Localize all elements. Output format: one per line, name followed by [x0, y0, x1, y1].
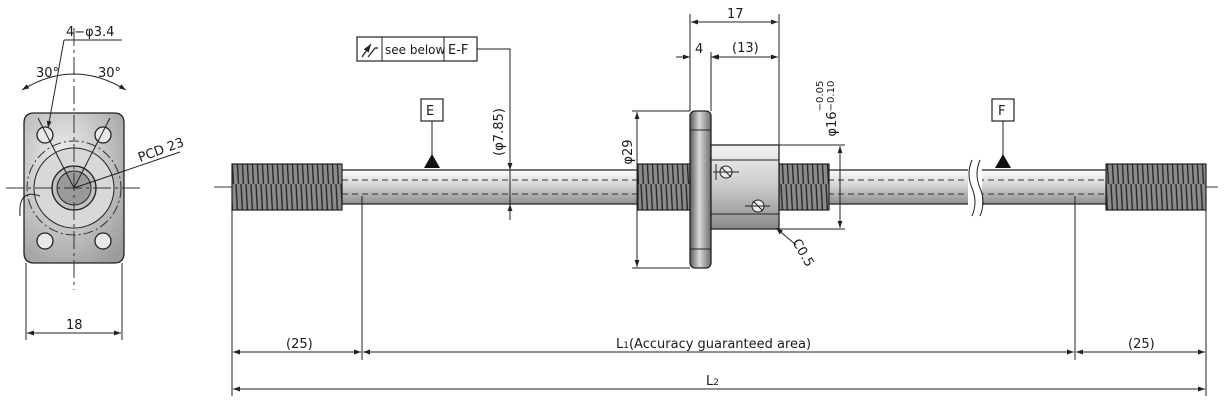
flange-thickness: 4	[695, 42, 703, 57]
ball-nut	[689, 110, 780, 269]
nut-body-length: (13)	[732, 41, 759, 56]
thread-mid-left	[637, 163, 691, 211]
dimensions: 17 4 (13) φ29 φ16 −0.05 −0.10 C0.5 (φ7.8…	[231, 7, 1207, 396]
nut-flange	[689, 110, 712, 269]
tolerance-datums: E-F	[448, 43, 468, 58]
break-symbol	[968, 159, 984, 217]
bolt-hole	[94, 126, 112, 144]
tolerance-note: see below	[385, 43, 446, 57]
screw-shaft	[214, 159, 1218, 217]
left-end-length: (25)	[286, 337, 313, 352]
nut-total-length: 17	[727, 7, 744, 22]
end-view: 4−φ3.4 30° 30° PCD 23 18	[6, 25, 186, 340]
svg-text:F: F	[998, 104, 1005, 119]
l1-label: L1(Accuracy guaranteed area)	[616, 337, 811, 352]
right-end-length: (25)	[1128, 337, 1155, 352]
svg-text:E: E	[426, 104, 434, 119]
bolt-hole	[36, 232, 54, 250]
runout-icon	[361, 43, 378, 58]
thread-left	[231, 163, 343, 211]
pcd-label: PCD 23	[136, 135, 186, 165]
thread-right	[1105, 163, 1207, 211]
thread-mid-right	[778, 163, 830, 211]
nut-body	[710, 144, 780, 230]
body-diameter: φ16	[825, 111, 840, 136]
datum-e: E	[420, 98, 444, 168]
bolt-hole	[94, 232, 112, 250]
body-tol-upper: −0.05	[815, 81, 826, 112]
tolerance-frame: see below E-F	[356, 36, 511, 154]
l2-label: L2	[706, 374, 719, 389]
body-tol-lower: −0.10	[826, 81, 837, 112]
datum-f: F	[991, 98, 1015, 168]
angle-left-label: 30°	[36, 66, 59, 81]
angle-right-label: 30°	[98, 66, 121, 81]
chamfer-label: C0.5	[789, 237, 817, 270]
bolt-hole	[36, 126, 54, 144]
end-width-label: 18	[66, 318, 83, 333]
inner-diameter: (φ7.85)	[492, 108, 507, 156]
hole-callout: 4−φ3.4	[66, 25, 114, 40]
flange-diameter: φ29	[621, 139, 636, 164]
